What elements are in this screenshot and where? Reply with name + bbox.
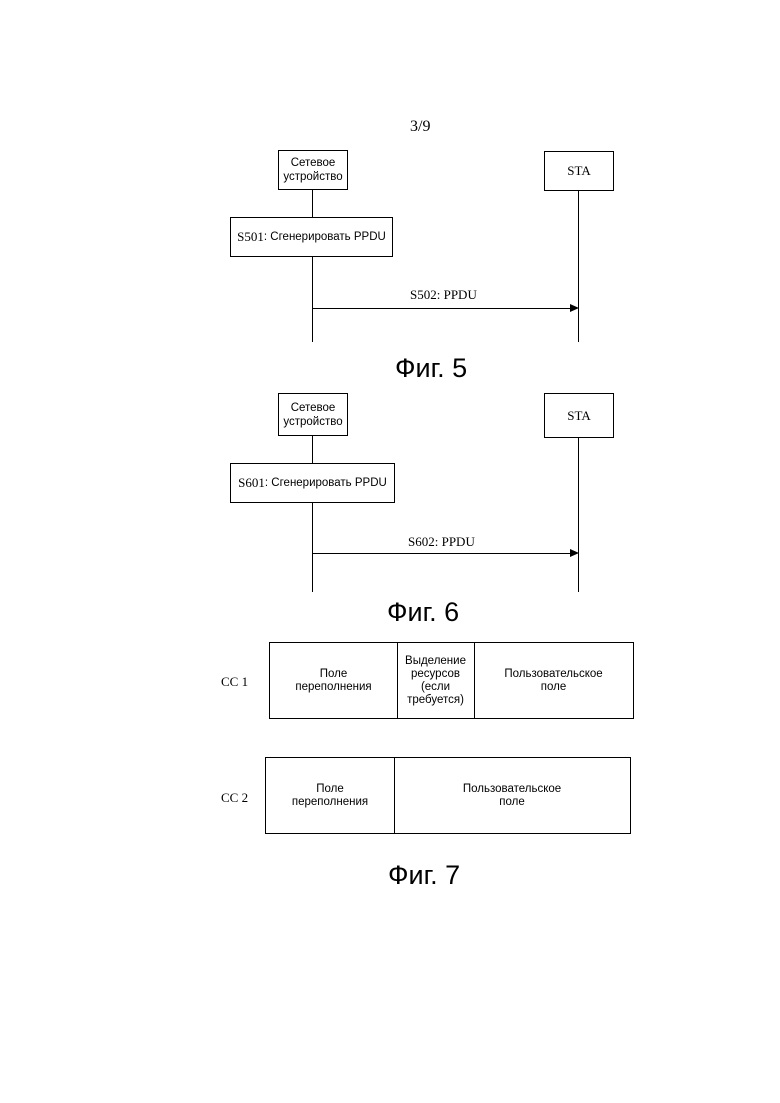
network-device-lifeline (312, 257, 313, 342)
step-text: : Сгенерировать PPDU (265, 477, 387, 489)
step-code: S601 (238, 475, 265, 491)
ppdu-arrow-line (313, 553, 571, 554)
figure-caption: Фиг. 6 (387, 597, 459, 628)
step-text: : Сгенерировать PPDU (264, 231, 386, 243)
cc2-label: CC 2 (221, 790, 248, 806)
generate-ppdu-box: S601: Сгенерировать PPDU (230, 463, 395, 503)
sta-lifeline (578, 191, 579, 342)
network-device-box: Сетевое устройство (278, 150, 348, 190)
ppdu-arrow-label: S602: PPDU (408, 534, 475, 550)
sta-box: STA (544, 151, 614, 191)
network-device-lifeline-top (312, 190, 313, 217)
figure-caption: Фиг. 7 (388, 860, 460, 891)
network-device-lifeline-top (312, 436, 313, 463)
overflow-field: Поле переполнения (270, 643, 397, 718)
sta-box: STA (544, 393, 614, 438)
user-field: Пользовательское поле (474, 643, 633, 718)
sta-lifeline (578, 438, 579, 592)
ppdu-arrowhead (570, 549, 579, 557)
cc2-frame: Поле переполнения Пользовательское поле (265, 757, 631, 834)
resource-allocation-field: Выделение ресурсов (если требуется) (397, 643, 474, 718)
overflow-field: Поле переполнения (266, 758, 394, 833)
user-field: Пользовательское поле (394, 758, 630, 833)
generate-ppdu-box: S501: Сгенерировать PPDU (230, 217, 393, 257)
network-device-lifeline (312, 503, 313, 592)
ppdu-arrow-line (313, 308, 571, 309)
network-device-box: Сетевое устройство (278, 393, 348, 436)
step-code: S501 (237, 229, 264, 245)
page-number: 3/9 (410, 118, 430, 136)
cc1-label: CC 1 (221, 674, 248, 690)
ppdu-arrowhead (570, 304, 579, 312)
figure-caption: Фиг. 5 (395, 353, 467, 384)
cc1-frame: Поле переполнения Выделение ресурсов (ес… (269, 642, 634, 719)
ppdu-arrow-label: S502: PPDU (410, 287, 477, 303)
